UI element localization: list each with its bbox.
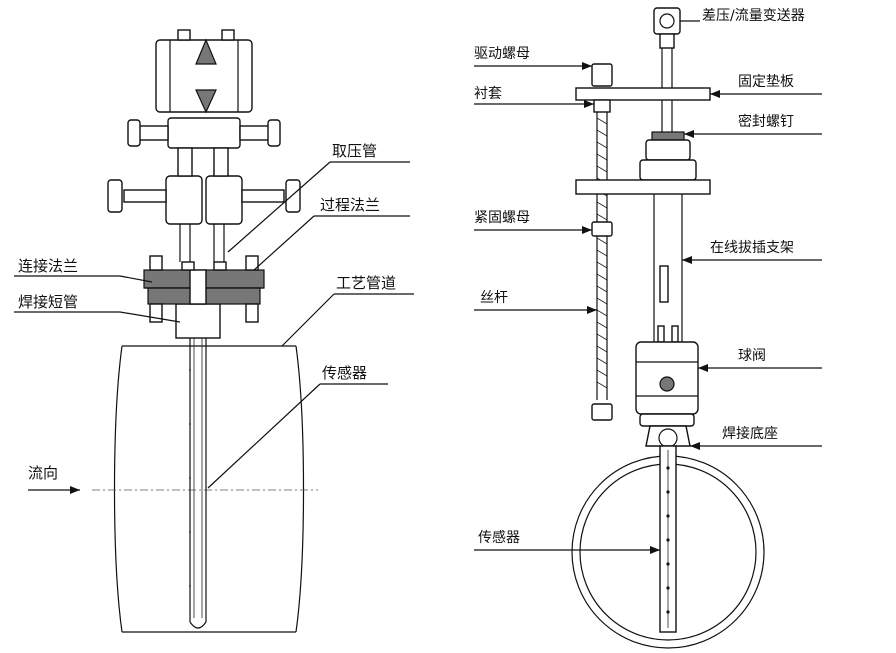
label-ball-valve: 球阀 <box>738 348 766 364</box>
upper-valve-block <box>127 117 281 177</box>
label-connecting-flange: 连接法兰 <box>18 257 78 275</box>
left-leader-lines <box>14 161 414 489</box>
label-process-flange: 过程法兰 <box>320 196 380 214</box>
lower-plate-drawing <box>575 179 711 195</box>
lead-screw-drawing <box>591 112 613 421</box>
retractor-support <box>653 194 683 343</box>
left-installation-diagram: 取压管 过程法兰 连接法兰 焊接短管 工艺管道 传感器 流向 <box>14 29 414 633</box>
ball-valve-drawing <box>635 341 699 427</box>
label-left-sensor: 传感器 <box>322 364 367 382</box>
process-pipe-drawing <box>92 345 318 633</box>
right-installation-diagram: 差压/流量变送器 驱动螺母 固定垫板 衬套 密封螺钉 紧固螺母 在线拔插支架 丝… <box>474 7 822 649</box>
left-transmitter-head <box>155 29 253 114</box>
label-sealing-screw: 密封螺钉 <box>738 113 794 130</box>
label-weld-nipple: 焊接短管 <box>18 293 78 311</box>
right-transmitter <box>653 7 681 49</box>
right-leader-lines <box>474 20 822 554</box>
weld-base-drawing <box>645 425 691 448</box>
label-weld-base: 焊接底座 <box>722 425 778 442</box>
label-right-sensor: 传感器 <box>478 529 520 546</box>
label-drive-nut: 驱动螺母 <box>474 46 530 62</box>
label-transmitter: 差压/流量变送器 <box>702 8 805 24</box>
label-flow-direction: 流向 <box>28 464 58 482</box>
fixed-plate-drawing <box>575 87 711 101</box>
left-sensor-probe <box>189 300 207 629</box>
flow-direction-arrow <box>28 486 80 494</box>
flange-assembly <box>143 255 265 323</box>
weld-nipple-drawing <box>175 303 221 339</box>
lower-valve-block <box>107 175 301 225</box>
drive-nut-drawing <box>591 63 613 113</box>
label-fastening-nut: 紧固螺母 <box>474 210 530 226</box>
label-lead-screw: 丝杆 <box>480 290 508 306</box>
sealing-gland <box>639 131 697 181</box>
label-pressure-tube: 取压管 <box>332 142 377 160</box>
right-sensor-probe <box>659 445 677 633</box>
label-online-retractor: 在线拔插支架 <box>710 240 794 256</box>
label-fixed-plate: 固定垫板 <box>738 74 794 90</box>
label-bushing: 衬套 <box>474 86 502 102</box>
label-process-pipe: 工艺管道 <box>336 274 396 292</box>
